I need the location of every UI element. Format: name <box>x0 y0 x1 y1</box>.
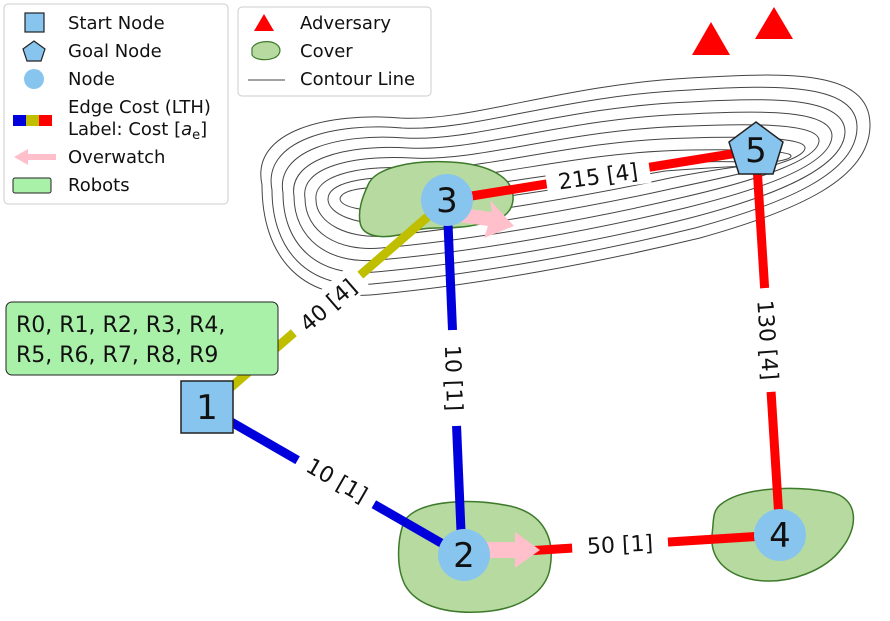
contour-line <box>270 86 858 286</box>
node-5-label: 5 <box>745 131 767 171</box>
node-icon <box>24 69 44 89</box>
node-5[interactable]: 5 <box>728 121 784 175</box>
contour-line <box>260 74 871 296</box>
legend-cover: Cover <box>300 41 353 62</box>
legend-contour-line: Contour Line <box>300 69 415 90</box>
nodes: 1 2 3 4 5 <box>180 121 806 581</box>
legend-edge-cost-line2: Label: Cost [ae] <box>68 119 207 143</box>
node-1-label: 1 <box>196 388 218 428</box>
legend-right: Adversary Cover Contour Line <box>237 6 432 97</box>
edge-label-5-4: 130 [4] <box>751 299 782 381</box>
adversaries <box>692 7 793 55</box>
goal-node-icon <box>22 40 46 62</box>
overwatch-arrow-node-3 <box>458 200 514 238</box>
edge-labels: 10 [1] 40 [4] 10 [1] 50 [1] 215 [4] 130 … <box>284 152 788 561</box>
cover-icon <box>251 41 281 61</box>
legend-left: Start Node Goal Node Node Edge Cost (LTH… <box>3 3 229 205</box>
edge-label-3-2: 10 [1] <box>439 345 466 412</box>
legend-start-node: Start Node <box>68 13 165 34</box>
edge-cost-icon <box>13 115 52 126</box>
node-3-label: 3 <box>436 181 458 221</box>
legend-node: Node <box>68 69 115 90</box>
node-3[interactable]: 3 <box>421 174 473 226</box>
adversary-icon <box>254 14 274 31</box>
contour-line <box>304 124 820 250</box>
legend-adversary: Adversary <box>300 13 391 34</box>
robots-box: R0, R1, R2, R3, R4, R5, R6, R7, R8, R9 <box>5 301 279 376</box>
legend-robots: Robots <box>68 175 130 196</box>
overwatch-arrows <box>458 200 540 568</box>
legend-overwatch: Overwatch <box>68 147 165 168</box>
adversary-marker <box>692 22 730 55</box>
legend-goal-node: Goal Node <box>68 41 162 62</box>
start-node-icon <box>24 12 45 33</box>
legend-edge-cost-line1: Edge Cost (LTH) <box>68 97 211 118</box>
robots-icon <box>12 177 52 194</box>
node-4-label: 4 <box>769 516 791 556</box>
adversary-marker <box>755 7 793 39</box>
overwatch-arrow-node-2 <box>478 532 540 568</box>
node-2-label: 2 <box>453 536 475 576</box>
overwatch-icon <box>14 149 56 165</box>
node-1[interactable]: 1 <box>180 380 234 434</box>
contour-line <box>293 111 833 262</box>
contour-line <box>281 99 846 274</box>
node-4[interactable]: 4 <box>754 509 806 561</box>
edge-label-2-4: 50 [1] <box>586 531 653 559</box>
robots-line-1: R0, R1, R2, R3, R4, <box>16 313 225 338</box>
node-2[interactable]: 2 <box>438 529 490 581</box>
robots-line-2: R5, R6, R7, R8, R9 <box>16 343 218 368</box>
